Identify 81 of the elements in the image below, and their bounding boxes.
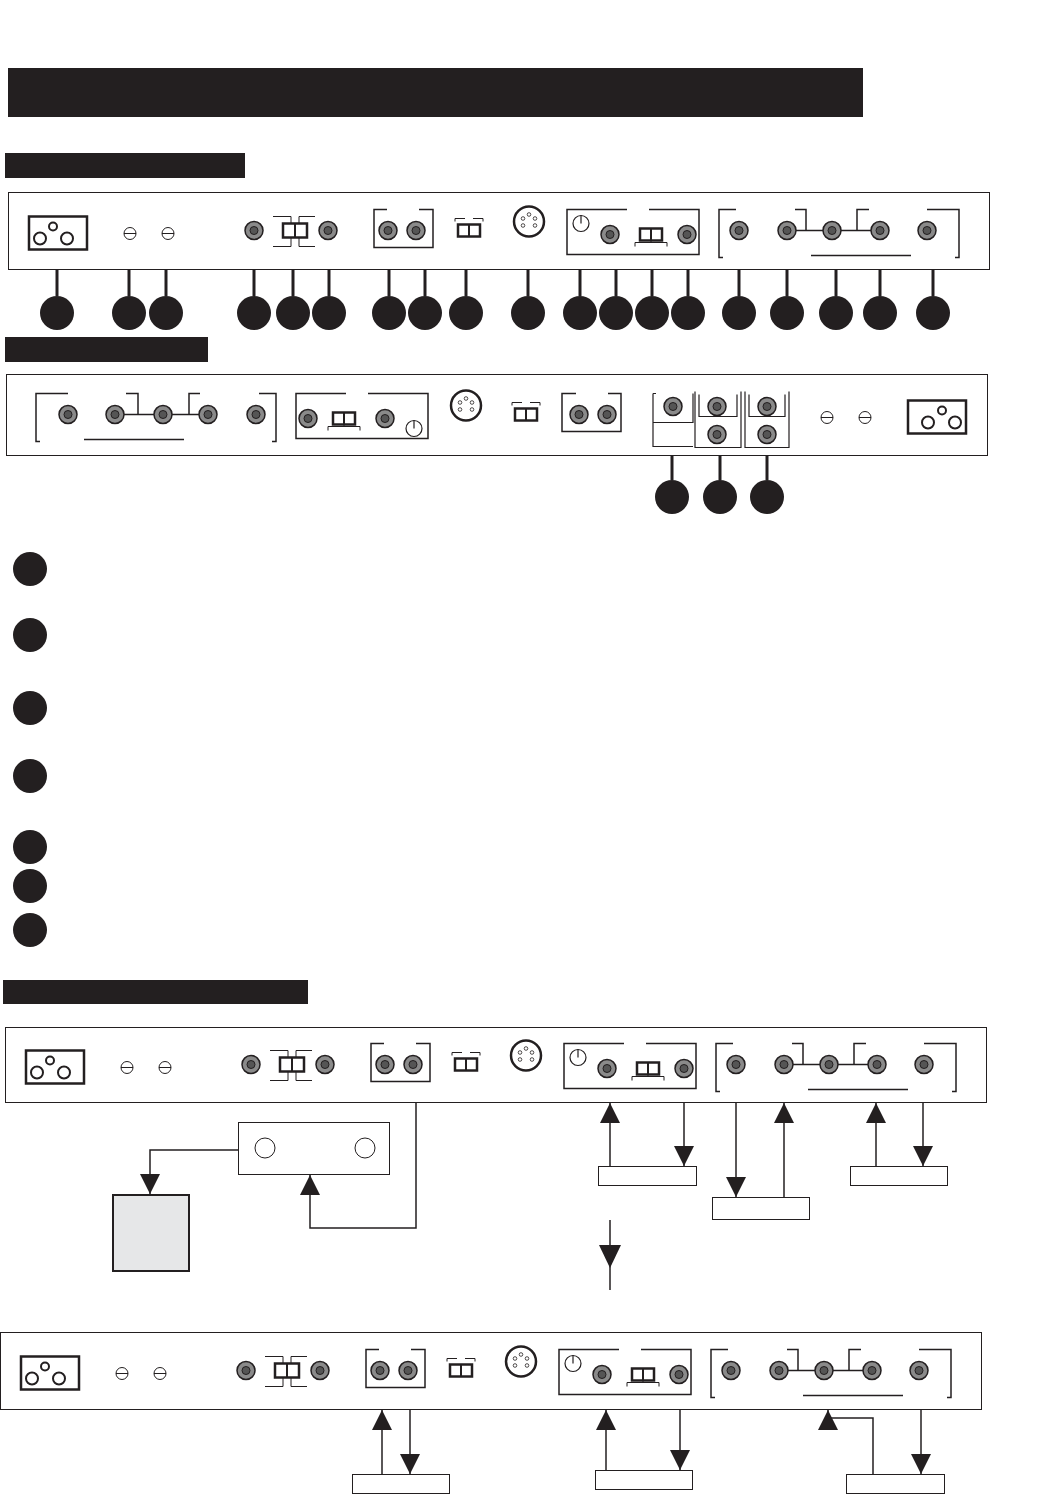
leader-line — [931, 270, 935, 296]
leader-line — [252, 270, 256, 296]
rear-panel — [8, 192, 990, 270]
arrow — [866, 1102, 886, 1167]
arrow — [372, 1409, 392, 1475]
callout-dot — [13, 759, 47, 793]
callout-dot — [819, 296, 853, 330]
callout-dot — [372, 296, 406, 330]
callout-dot — [563, 296, 597, 330]
rear-panel — [6, 374, 988, 456]
leader-line — [785, 270, 789, 296]
callout-dot — [449, 296, 483, 330]
leader-line — [878, 270, 882, 296]
leader-line — [327, 270, 331, 296]
device-box — [352, 1474, 450, 1494]
leader-line — [164, 270, 168, 296]
section-header-bar — [3, 980, 308, 1004]
rear-panel — [5, 1027, 987, 1103]
callout-dot — [13, 830, 47, 864]
callout-dot — [312, 296, 346, 330]
device-box — [712, 1197, 810, 1220]
leader-line — [686, 270, 690, 296]
callout-dot — [703, 480, 737, 514]
leader-line — [423, 270, 427, 296]
arrow — [774, 1102, 794, 1198]
leader-line — [464, 270, 468, 296]
arrow — [140, 1149, 239, 1195]
arrow — [818, 1409, 874, 1475]
callout-dot — [13, 913, 47, 947]
leader-line — [578, 270, 582, 296]
callout-dot — [408, 296, 442, 330]
arrow — [600, 1102, 620, 1167]
leader-line — [291, 270, 295, 296]
leader-line — [670, 456, 674, 480]
callout-dot — [13, 691, 47, 725]
callout-dot — [863, 296, 897, 330]
callout-dot — [655, 480, 689, 514]
callout-dot — [40, 296, 74, 330]
device-box — [595, 1470, 693, 1490]
leader-line — [614, 270, 618, 296]
arrow — [913, 1102, 933, 1167]
arrow — [670, 1409, 690, 1471]
callout-dot — [276, 296, 310, 330]
arrow — [596, 1409, 616, 1471]
section-header-bar — [5, 337, 208, 362]
callout-dot — [13, 618, 47, 652]
leader-line — [718, 456, 722, 480]
callout-dot — [916, 296, 950, 330]
title-bar — [8, 68, 863, 117]
callout-dot — [237, 296, 271, 330]
callout-dot — [13, 552, 47, 586]
callout-dot — [722, 296, 756, 330]
callout-dot — [112, 296, 146, 330]
leader-line — [526, 270, 530, 296]
callout-dot — [599, 296, 633, 330]
device-box — [850, 1166, 948, 1186]
callout-dot — [750, 480, 784, 514]
callout-dot — [511, 296, 545, 330]
callout-dot — [13, 869, 47, 903]
effects-unit — [238, 1122, 390, 1175]
rear-panel — [0, 1332, 982, 1410]
callout-dot — [671, 296, 705, 330]
leader-line — [737, 270, 741, 296]
arrow — [300, 1102, 417, 1229]
arrow — [726, 1102, 746, 1198]
leader-line — [387, 270, 391, 296]
section-header-bar — [5, 153, 245, 178]
device-box — [846, 1474, 945, 1494]
leader-line — [55, 270, 59, 296]
callout-dot — [149, 296, 183, 330]
arrow — [674, 1102, 694, 1167]
arrow — [911, 1409, 931, 1475]
speaker-cabinet — [112, 1194, 190, 1272]
leader-line — [834, 270, 838, 296]
leader-line — [765, 456, 769, 480]
device-box — [598, 1166, 697, 1186]
callout-dot — [635, 296, 669, 330]
callout-dot — [770, 296, 804, 330]
leader-line — [650, 270, 654, 296]
arrow — [400, 1409, 420, 1475]
leader-line — [127, 270, 131, 296]
